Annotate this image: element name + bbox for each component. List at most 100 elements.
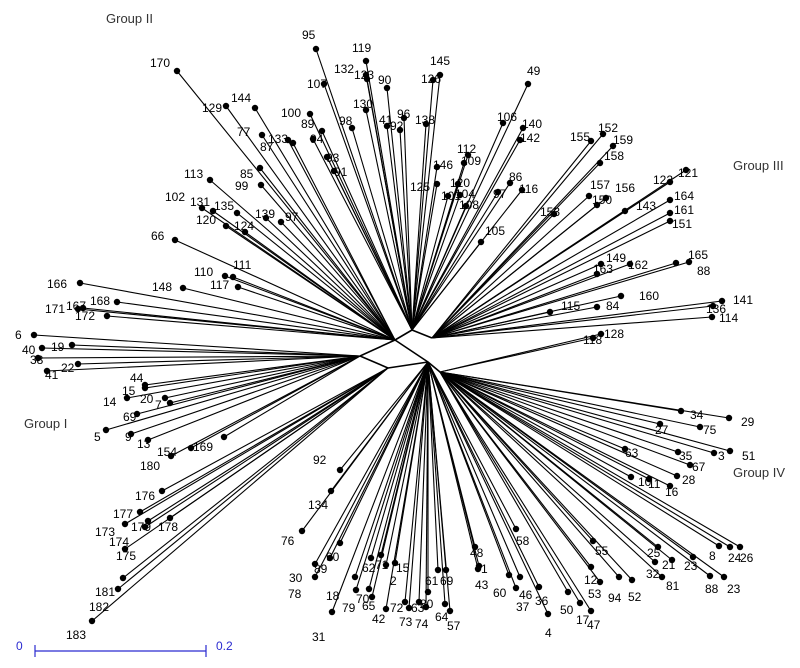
leaf-label: 138	[415, 113, 435, 127]
leaf-node	[564, 588, 572, 596]
branch-125	[329, 361, 429, 559]
branch-156	[439, 371, 569, 593]
leaf-label: 70	[356, 592, 370, 606]
leaf-node	[171, 236, 179, 244]
branch-26	[411, 139, 521, 331]
branch-79	[82, 307, 396, 341]
leaf-label: 1	[481, 562, 488, 576]
leaf-label: 28	[682, 473, 696, 487]
leaf-node	[477, 238, 485, 246]
leaf-node	[666, 196, 674, 204]
branch-122	[301, 361, 429, 532]
leaf-node	[516, 573, 524, 581]
branch-4	[411, 83, 529, 331]
leaf-label: 14	[103, 395, 117, 409]
leaf-node	[587, 607, 595, 615]
leaf-label: 58	[516, 534, 530, 548]
leaf-node	[666, 482, 674, 490]
branch-136	[404, 361, 429, 603]
leaf-label: 114	[719, 311, 738, 325]
leaf-node	[609, 142, 617, 150]
branch-54	[236, 212, 396, 341]
leaf-label: 144	[231, 91, 251, 105]
branch-99	[170, 355, 361, 457]
leaf-node	[382, 561, 390, 569]
branch-51	[431, 213, 555, 339]
leaf-label: 125	[410, 180, 430, 194]
leaf-label: 135	[214, 199, 234, 213]
leaf-node	[446, 607, 454, 615]
leaf-label: 139	[255, 207, 275, 221]
leaf-label: 66	[151, 229, 165, 243]
leaf-node	[141, 384, 149, 392]
leaf-node	[596, 578, 604, 586]
leaf-label: 32	[646, 567, 660, 581]
leaf-node	[320, 80, 328, 88]
leaf-node	[161, 394, 169, 402]
leaf-label: 31	[312, 630, 326, 644]
leaf-label: 17	[576, 613, 590, 627]
leaf-label: 142	[520, 131, 540, 145]
branch-12	[312, 138, 413, 331]
leaf-label: 37	[516, 600, 530, 614]
leaf-node	[689, 553, 697, 561]
leaf-node	[627, 473, 635, 481]
leaf-label: 72	[390, 601, 404, 615]
leaf-label: 20	[140, 392, 154, 406]
leaf-label: 153	[540, 205, 560, 219]
leaf-node	[133, 410, 141, 418]
leaf-node	[546, 308, 554, 316]
leaf-label: 177	[113, 507, 133, 521]
branch-44	[431, 199, 671, 339]
group-label-4: Group IV	[733, 465, 785, 480]
leaf-node	[433, 180, 441, 188]
leaf-label: 133	[268, 132, 288, 146]
leaf-label: 71	[375, 558, 389, 572]
leaf-label: 158	[604, 149, 624, 163]
leaf-label: 155	[570, 130, 590, 144]
leaf-label: 69	[123, 410, 137, 424]
leaf-node	[668, 556, 676, 564]
leaf-label: 97	[285, 210, 299, 224]
leaf-label: 175	[116, 549, 136, 563]
leaf-label: 15	[396, 561, 410, 575]
leaf-node	[621, 445, 629, 453]
leaf-node	[656, 420, 664, 428]
leaf-label: 169	[193, 440, 213, 454]
leaf-label: 53	[588, 587, 602, 601]
leaf-label: 126	[421, 72, 441, 86]
leaf-node	[422, 603, 430, 611]
branch-69	[182, 287, 396, 341]
leaf-node	[34, 354, 42, 362]
leaf-node	[166, 514, 174, 522]
leaf-label: 120	[196, 213, 216, 227]
leaf-node	[462, 202, 470, 210]
leaf-node	[262, 214, 270, 222]
leaf-node	[113, 298, 121, 306]
branch-179	[411, 183, 438, 331]
leaf-node	[187, 444, 195, 452]
branch-20	[386, 125, 413, 331]
branch-1	[315, 48, 413, 331]
branch-155	[439, 371, 601, 583]
branch-170	[439, 371, 711, 577]
leaf-node	[222, 102, 230, 110]
branch-95	[130, 355, 361, 435]
leaf-node	[167, 452, 175, 460]
branch-150	[427, 361, 521, 578]
leaf-node	[306, 110, 314, 118]
leaf-label: 46	[519, 588, 533, 602]
leaf-node	[114, 585, 122, 593]
leaf-node	[311, 573, 319, 581]
leaf-node	[666, 209, 674, 217]
leaf-node	[596, 159, 604, 167]
branch-161	[439, 371, 633, 581]
leaf-label: 154	[157, 445, 177, 459]
leaf-label: 167	[66, 299, 86, 313]
leaf-label: 23	[727, 582, 741, 596]
leaf-label: 112	[457, 142, 476, 156]
leaf-label: 96	[397, 107, 411, 121]
leaf-node	[602, 194, 610, 202]
branch-73	[431, 311, 551, 339]
